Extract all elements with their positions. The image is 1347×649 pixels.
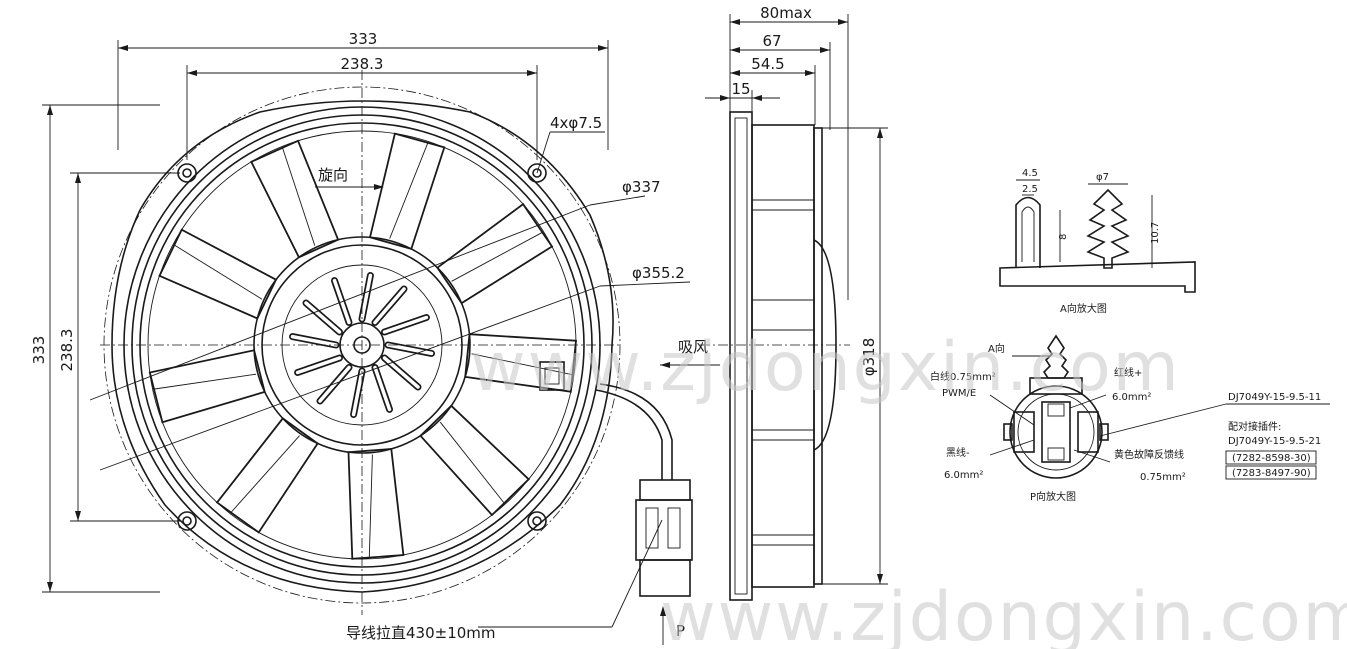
red-wire-label: 红线+ xyxy=(1114,366,1142,379)
detail-a: 4.5 2.5 φ7 8 10.7 A向放大图 xyxy=(999,168,1196,315)
side-view: 80max 67 54.5 15 φ318 xyxy=(700,4,888,601)
hub-rib xyxy=(382,356,420,389)
detail-p: A向 白线0.75mm² PWM/E 红线+ 6.0mm² 黑线- 6.0mm²… xyxy=(930,334,1330,503)
connector-plug xyxy=(635,479,693,597)
hub-rib xyxy=(318,365,351,403)
connector-face xyxy=(1009,385,1103,479)
hub-rib xyxy=(373,287,406,325)
blade-rib xyxy=(451,232,543,282)
watermark-bottom: www.zjdongxin.com xyxy=(660,578,1347,649)
hub-rib xyxy=(351,369,364,417)
motor-box xyxy=(539,361,565,391)
fan-blade xyxy=(436,202,554,305)
detail-p-caption: P向放大图 xyxy=(1030,490,1076,503)
black-wire-size: 6.0mm² xyxy=(944,470,983,481)
dim-overall-width: 333 xyxy=(349,30,378,48)
blade-rib xyxy=(389,143,429,239)
fan-blade xyxy=(148,349,266,424)
blade-rib xyxy=(368,454,373,557)
fan-blade xyxy=(250,139,340,259)
hole-callout: 4xφ7.5 xyxy=(550,114,602,132)
fan-blade xyxy=(347,448,405,560)
red-wire-size: 6.0mm² xyxy=(1112,392,1151,403)
fan-blade xyxy=(368,132,446,251)
yellow-wire-size: 0.75mm² xyxy=(1140,472,1186,483)
wire-length-label: 导线拉直430±10mm xyxy=(346,624,496,642)
diameter-355: φ355.2 xyxy=(632,264,685,282)
blade-rib xyxy=(174,245,263,300)
watermark: www.zjdongxin.com xyxy=(470,328,1181,407)
dim-80max: 80max xyxy=(760,4,812,22)
blade-rib xyxy=(439,421,505,503)
blade-rib xyxy=(154,373,257,390)
hub-rib xyxy=(382,315,429,334)
dim-hole-spacing-height: 238.3 xyxy=(58,329,76,372)
hub-rib xyxy=(304,301,342,334)
fan-blade xyxy=(158,228,278,320)
dim-4-5: 4.5 xyxy=(1022,168,1038,179)
hub-rib xyxy=(360,273,373,321)
side-dimensions xyxy=(705,14,888,585)
mating-code-2: (7283-8497-90) xyxy=(1232,468,1311,479)
fan-blade xyxy=(215,417,319,534)
a-direction: A向 xyxy=(988,342,1005,355)
fan-blade xyxy=(419,404,530,517)
fan-blades xyxy=(148,132,577,560)
p-arrow-label: P xyxy=(676,622,685,640)
diameter-318: φ318 xyxy=(860,338,878,377)
hub-rib xyxy=(386,343,434,356)
yellow-wire-label: 黄色故障反馈线 xyxy=(1114,448,1184,461)
front-view: 333 238.3 333 238.3 4xφ7.5 φ337 φ355.2 旋… xyxy=(30,30,720,645)
flange-outline xyxy=(111,100,614,593)
black-wire-label: 黑线- xyxy=(946,446,970,459)
hub-ribs xyxy=(289,272,435,418)
dim-phi7: φ7 xyxy=(1096,172,1109,183)
suction-label: 吸风 xyxy=(678,338,708,356)
dim-overall-height: 333 xyxy=(30,336,48,365)
wire-lead xyxy=(595,389,663,480)
dim-67: 67 xyxy=(762,32,781,50)
dim-10-7: 10.7 xyxy=(1150,222,1161,244)
connector-part: DJ7049Y-15-9.5-11 xyxy=(1228,392,1321,403)
dim-hole-spacing-width: 238.3 xyxy=(341,55,384,73)
dim-15: 15 xyxy=(731,80,750,98)
dim-54-5: 54.5 xyxy=(751,55,784,73)
diameter-337: φ337 xyxy=(622,178,661,196)
mating-code-1: (7282-8598-30) xyxy=(1232,453,1311,464)
dim-8: 8 xyxy=(1058,234,1069,240)
blade-rib xyxy=(282,148,316,246)
pwm-label: PWM/E xyxy=(942,388,976,399)
detail-a-caption: A向放大图 xyxy=(1060,302,1107,315)
mating-label: 配对接插件: xyxy=(1228,420,1281,433)
hub-rib xyxy=(295,356,342,375)
rotation-label: 旋向 xyxy=(318,166,348,184)
mating-part: DJ7049Y-15-9.5-21 xyxy=(1228,436,1321,447)
fan-blade xyxy=(464,333,577,393)
dim-2-5: 2.5 xyxy=(1022,184,1038,195)
hub-rib xyxy=(373,365,392,412)
hub-rib xyxy=(290,334,338,347)
white-wire-label: 白线0.75mm² xyxy=(930,370,996,383)
front-dimensions xyxy=(42,40,720,645)
blade-rib xyxy=(231,435,300,513)
blade-rib xyxy=(471,353,572,376)
